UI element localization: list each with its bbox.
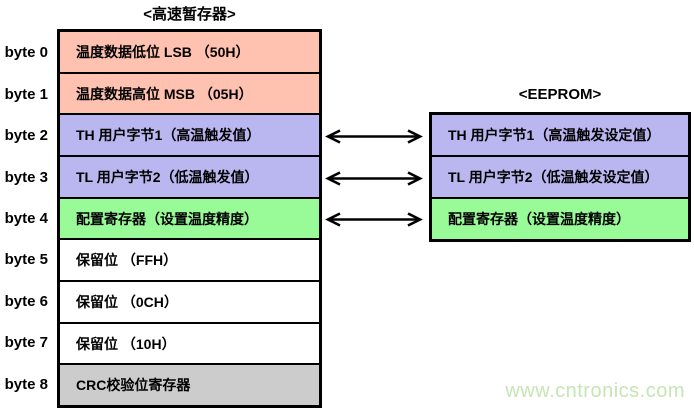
byte-label-column: byte 0 byte 1 byte 2 byte 3 byte 4 byte … bbox=[0, 32, 48, 405]
bidirectional-arrow-icon bbox=[325, 129, 423, 144]
table-row: 保留位 （FFH） bbox=[60, 238, 319, 281]
eeprom-title: <EEPROM> bbox=[518, 86, 602, 103]
eeprom-table: TH 用户字节1（高温触发设定值） TL 用户字节2（低温触发设定值） 配置寄存… bbox=[429, 112, 691, 242]
byte-label: byte 5 bbox=[4, 251, 48, 269]
byte-label: byte 4 bbox=[4, 209, 48, 227]
watermark: www.cntronics.com bbox=[505, 380, 685, 402]
scratchpad-table: 温度数据低位 LSB （50H） 温度数据高位 MSB （05H） TH 用户字… bbox=[57, 29, 322, 408]
table-row: 保留位 （10H） bbox=[60, 321, 319, 364]
table-row: 温度数据低位 LSB （50H） bbox=[60, 32, 319, 72]
byte-label: byte 2 bbox=[4, 127, 48, 145]
byte-label: byte 8 bbox=[4, 375, 48, 393]
table-row: 配置寄存器（设置温度精度） bbox=[432, 197, 688, 239]
byte-label: byte 1 bbox=[4, 85, 48, 103]
table-row: 温度数据高位 MSB （05H） bbox=[60, 71, 319, 114]
table-row: TL 用户字节2（低温触发值） bbox=[60, 155, 319, 197]
table-row: CRC校验位寄存器 bbox=[60, 363, 319, 406]
byte-label: byte 3 bbox=[4, 168, 48, 186]
byte-label: byte 7 bbox=[4, 334, 48, 352]
table-row: 配置寄存器（设置温度精度） bbox=[60, 196, 319, 239]
table-row: TL 用户字节2（低温触发设定值） bbox=[432, 155, 688, 197]
table-row: TH 用户字节1（高温触发值） bbox=[60, 113, 319, 156]
table-row: TH 用户字节1（高温触发设定值） bbox=[432, 115, 688, 155]
scratchpad-title: <高速暂存器> bbox=[143, 6, 236, 23]
bidirectional-arrow-icon bbox=[325, 212, 423, 227]
byte-label: byte 0 bbox=[4, 44, 48, 62]
table-row: 保留位 （0CH） bbox=[60, 280, 319, 322]
bidirectional-arrow-icon bbox=[325, 171, 423, 186]
byte-label: byte 6 bbox=[4, 292, 48, 310]
